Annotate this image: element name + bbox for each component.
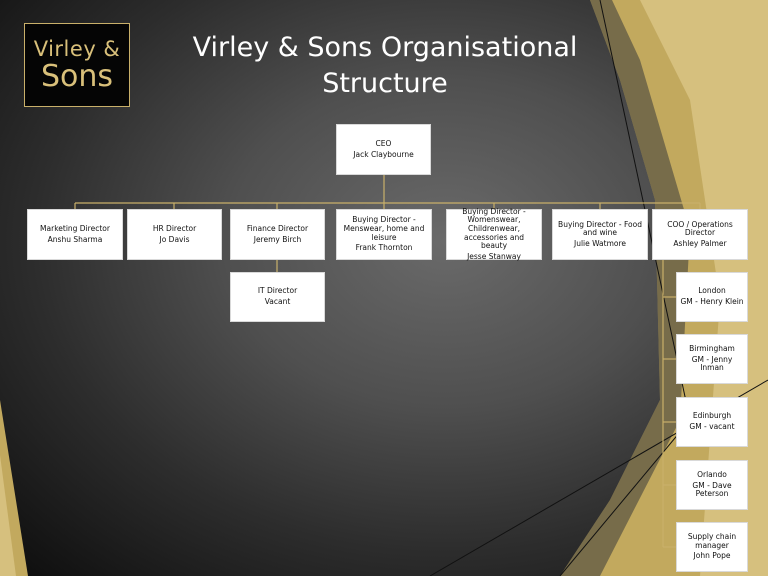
node-role: Buying Director - Menswear, home and lei…	[343, 215, 425, 242]
node-name: Jesse Stanway	[467, 251, 521, 261]
node-name: Julie Watmore	[573, 238, 627, 248]
node-role: Birmingham	[689, 344, 735, 354]
node-role: Orlando	[697, 470, 727, 480]
node-name: GM - Dave Peterson	[692, 480, 732, 499]
org-node-finance-director: Finance Director Jeremy Birch	[230, 209, 325, 260]
node-name: GM - vacant	[689, 422, 735, 431]
dark-wedge-right	[560, 0, 690, 576]
page-title: Virley & Sons Organisational Structure	[192, 32, 578, 99]
org-node-it-director: IT Director Vacant	[230, 272, 325, 322]
org-node-food-director: Buying Director - Food and wine Julie Wa…	[552, 209, 648, 260]
logo-line1: Virley &	[33, 37, 121, 61]
node-name: Jack Claybourne	[353, 149, 414, 159]
node-name: GM - Henry Klein	[680, 297, 744, 306]
node-role: Marketing Director	[40, 223, 110, 233]
node-role: IT Director	[257, 286, 298, 296]
node-role: Buying Director - Food and wine	[558, 219, 642, 238]
org-node-coo: COO / Operations Director Ashley Palmer	[652, 209, 748, 260]
node-role: Finance Director	[246, 223, 309, 233]
org-node-hr-director: HR Director Jo Davis	[127, 209, 222, 260]
node-role: HR Director	[152, 223, 197, 233]
org-node-supply-chain: Supply chain manager John Pope	[676, 522, 748, 572]
org-node-orlando: Orlando GM - Dave Peterson	[676, 460, 748, 510]
node-role: Buying Director - Womenswear, Childrenwe…	[462, 206, 526, 251]
org-node-birmingham: Birmingham GM - Jenny Inman	[676, 334, 748, 384]
logo-line2: Sons	[40, 59, 114, 94]
node-name: Jeremy Birch	[253, 234, 302, 244]
node-role: Supply chain manager	[687, 532, 737, 550]
node-role: Edinburgh	[692, 411, 732, 421]
org-node-menswear-director: Buying Director - Menswear, home and lei…	[336, 209, 432, 260]
node-name: GM - Jenny Inman	[691, 354, 733, 373]
node-name: John Pope	[693, 551, 731, 561]
node-name: Vacant	[264, 297, 291, 306]
node-name: Jo Davis	[159, 234, 190, 244]
org-node-london: London GM - Henry Klein	[676, 272, 748, 322]
node-role: CEO	[375, 138, 392, 148]
company-logo: Virley & Sons	[24, 23, 130, 107]
org-node-ceo: CEO Jack Claybourne	[336, 124, 431, 175]
diagonal-line-3	[559, 419, 691, 576]
node-role: London	[698, 286, 726, 296]
org-node-womenswear-director: Buying Director - Womenswear, Childrenwe…	[446, 206, 542, 261]
org-node-edinburgh: Edinburgh GM - vacant	[676, 397, 748, 447]
node-name: Anshu Sharma	[47, 234, 103, 244]
node-role: COO / Operations Director	[667, 219, 733, 238]
gold-band-left-light	[0, 455, 16, 576]
node-name: Ashley Palmer	[673, 238, 727, 248]
org-node-marketing-director: Marketing Director Anshu Sharma	[27, 209, 123, 260]
node-name: Frank Thornton	[355, 243, 413, 253]
